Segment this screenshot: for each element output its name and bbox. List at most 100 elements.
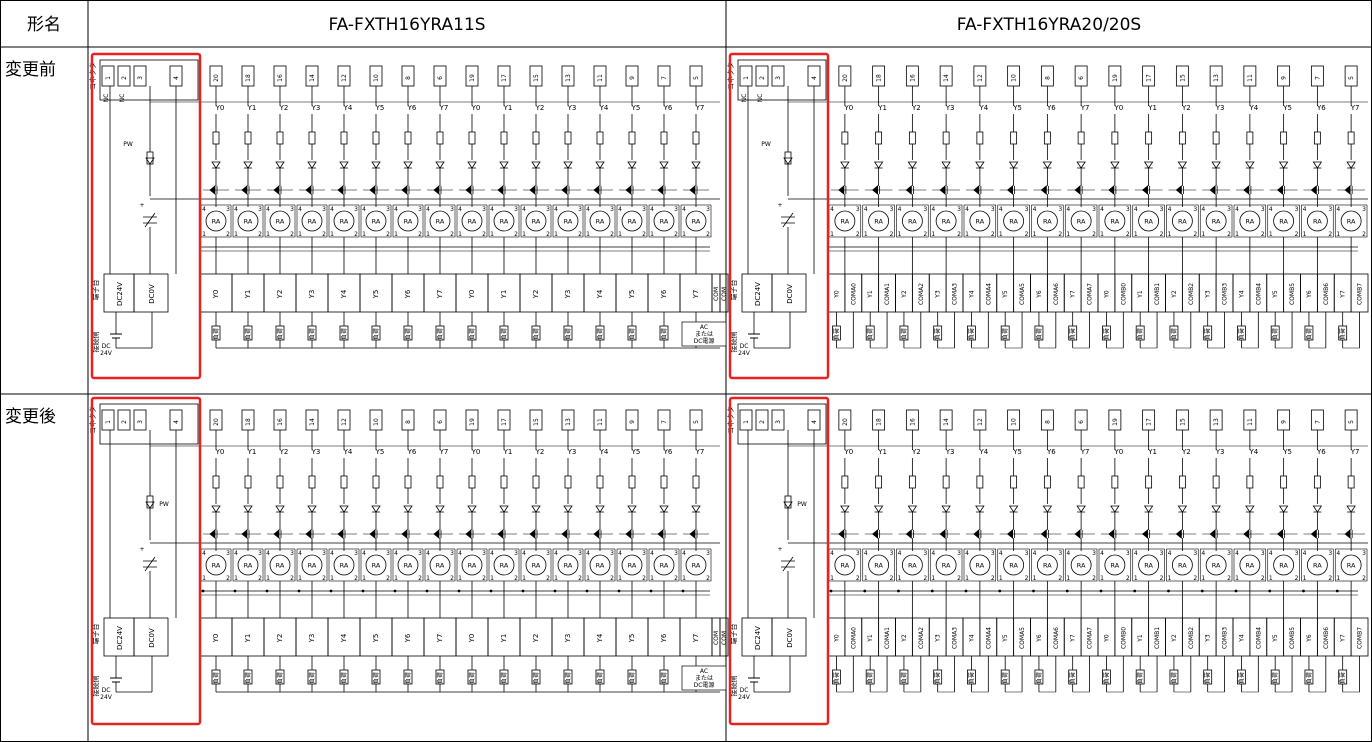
relay-pin: 3	[1126, 550, 1130, 557]
led-icon	[307, 161, 317, 169]
channel-pin-number: 11	[597, 418, 604, 426]
relay-pin: 1	[1336, 575, 1340, 582]
terminal-b: COMA1	[884, 627, 891, 649]
load-label: 負荷	[1069, 328, 1077, 340]
relay-pin: 4	[202, 206, 206, 213]
relay-coil-icon	[1239, 210, 1261, 232]
relay-pin: 2	[482, 575, 486, 582]
terminal-b: Y4	[1238, 290, 1245, 299]
channel-pin-number: 12	[977, 74, 984, 82]
relay-pin: 4	[554, 550, 558, 557]
channel-pin-number: 19	[1112, 418, 1119, 426]
relay-coil-icon	[1340, 210, 1362, 232]
relay-pin: 1	[458, 575, 462, 582]
relay-pin: 2	[1227, 231, 1231, 238]
load-label: 負荷	[1001, 672, 1009, 684]
relay-pin: 2	[1025, 231, 1029, 238]
channel-pin-number: 20	[213, 418, 220, 426]
relay-label: RA	[1178, 562, 1187, 570]
load-label: 負荷	[500, 328, 508, 340]
terminal-b: COMB6	[1323, 283, 1330, 305]
relay-pin: 4	[1303, 550, 1307, 557]
terminal-b: COMA6	[1053, 627, 1060, 649]
relay-label: RA	[340, 218, 349, 226]
relay-label: RA	[692, 562, 701, 570]
channel-output-label: Y4	[1249, 104, 1259, 112]
relay-coil-icon	[365, 210, 387, 232]
relay-pin: 4	[898, 206, 902, 213]
channel-output-label: Y3	[945, 448, 955, 456]
channel-pin-number: 15	[533, 74, 540, 82]
relay-pin: 2	[1092, 575, 1096, 582]
relay-pin: 4	[266, 206, 270, 213]
led-icon	[1143, 505, 1154, 513]
relay-coil-icon	[205, 210, 227, 232]
relay-pin: 4	[682, 206, 686, 213]
channel-pin-number: 6	[437, 420, 444, 424]
relay-pin: 1	[1134, 231, 1138, 238]
relay-pin: 1	[554, 575, 558, 582]
channel-output-label: Y5	[631, 448, 641, 456]
terminal-output: Y6	[404, 289, 412, 299]
relay-pin: 4	[298, 550, 302, 557]
led-icon	[1008, 161, 1019, 169]
relay-pin: 2	[610, 575, 614, 582]
relay-pin: 4	[234, 550, 238, 557]
led-icon	[941, 505, 951, 513]
terminal-b: COMB2	[1188, 283, 1195, 305]
relay-label: RA	[1313, 562, 1322, 570]
relay-coil-icon	[237, 210, 259, 232]
channel-output-label: Y4	[343, 448, 353, 456]
relay-pin: 3	[482, 550, 486, 557]
relay-label: RA	[1178, 218, 1187, 226]
relay-pin: 2	[1328, 575, 1332, 582]
channel-pin-number: 9	[629, 76, 636, 80]
relay-pin: 1	[1168, 575, 1172, 582]
relay-pin: 1	[650, 231, 654, 238]
channel-output-label: Y7	[1350, 448, 1360, 456]
relay-label: RA	[1077, 218, 1086, 226]
relay-pin: 2	[450, 575, 454, 582]
channel-output-label: Y1	[877, 104, 887, 112]
relay-pin: 3	[1362, 550, 1366, 557]
terminal-b: Y5	[1002, 290, 1009, 299]
col-header-model-label: 形名	[27, 15, 61, 35]
relay-pin: 1	[864, 231, 868, 238]
terminal-b: Y0	[1103, 634, 1110, 643]
pw-label: PW	[761, 141, 771, 148]
relay-label: RA	[276, 218, 285, 226]
power-led-icon	[783, 157, 793, 165]
led-icon	[941, 161, 951, 169]
relay-pin: 4	[490, 206, 494, 213]
led-icon	[1143, 161, 1154, 169]
ac-dc-note: AC	[700, 668, 708, 675]
relay-pin: 1	[202, 231, 206, 238]
channel-output-label: Y1	[877, 448, 887, 456]
terminal-output: Y5	[372, 290, 380, 300]
relay-pin: 3	[354, 206, 358, 213]
load-label: 負荷	[934, 328, 942, 340]
relay-label: RA	[1212, 562, 1221, 570]
terminal-output: Y1	[500, 634, 508, 644]
terminal-block-label: 端子台	[729, 280, 738, 301]
relay-pin: 4	[650, 206, 654, 213]
channel-pin-number: 20	[842, 74, 849, 82]
relay-pin: 3	[991, 550, 995, 557]
relay-label: RA	[628, 218, 637, 226]
relay-label: RA	[1043, 218, 1052, 226]
channel-output-label: Y1	[1147, 448, 1157, 456]
pw-label: PW	[159, 501, 169, 508]
channel-pin-number: 7	[1314, 420, 1321, 424]
relay-label: RA	[1313, 218, 1322, 226]
terminal-output: Y2	[276, 634, 284, 644]
dc-source-label: DC	[740, 343, 749, 350]
channel-pin-number: 10	[1011, 74, 1018, 82]
relay-pin: 2	[923, 575, 927, 582]
connector-pin-number: 3	[775, 76, 782, 80]
led-icon	[435, 505, 445, 513]
channel-output-label: Y3	[567, 104, 577, 112]
relay-pin: 2	[1025, 575, 1029, 582]
channel-pin-number: 20	[213, 74, 220, 82]
terminal-output: Y0	[468, 634, 476, 644]
relay-coil-icon	[1070, 554, 1092, 576]
